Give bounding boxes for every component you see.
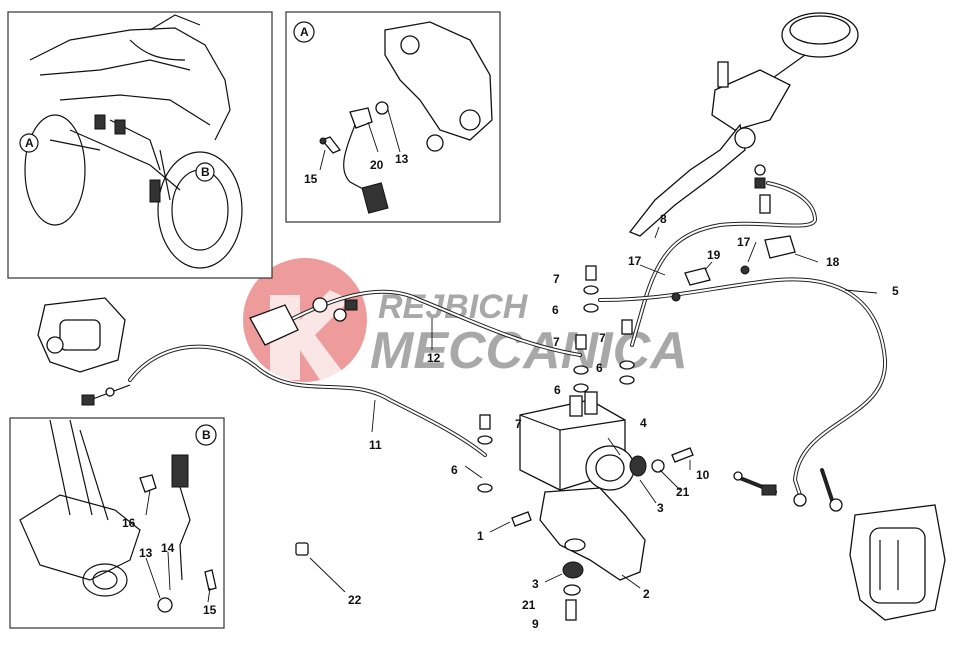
- callout-3-right: 3: [657, 501, 664, 515]
- callout-22: 22: [348, 593, 362, 607]
- callout-20: 20: [370, 158, 384, 172]
- callout-6-upper: 6: [552, 303, 559, 317]
- callout-4: 4: [640, 416, 647, 430]
- watermark-line2: MECCANICA: [370, 322, 688, 380]
- callout-9: 9: [532, 617, 539, 631]
- callout-18: 18: [826, 255, 840, 269]
- callout-labels: 1 2 3 3 4 5 6 6 6 6 7 7 7 7 8 9 10 11 12…: [122, 152, 899, 631]
- banjo-fittings: [477, 235, 796, 493]
- callout-16: 16: [122, 516, 136, 530]
- callout-17-right: 17: [737, 235, 751, 249]
- callout-6-mid-left: 6: [554, 383, 561, 397]
- inset-b-front-sensor: B: [9, 417, 225, 629]
- part-22-cap: [295, 542, 309, 556]
- inset-a-rear-sensor: A: [285, 11, 501, 223]
- callout-5: 5: [892, 284, 899, 298]
- callout-7-top: 7: [553, 272, 560, 286]
- inset-b-badge: [195, 424, 217, 446]
- inset-marker-a-label: A: [25, 136, 34, 150]
- callout-11: 11: [369, 438, 382, 452]
- callout-14: 14: [161, 541, 175, 555]
- callout-17-left: 17: [628, 254, 642, 268]
- inset-marker-b: [195, 162, 215, 182]
- rear-caliper: [37, 297, 131, 406]
- callout-1: 1: [477, 529, 484, 543]
- callout-7-right: 7: [599, 331, 606, 345]
- inset-marker-b-label: B: [201, 165, 210, 179]
- callout-13-inset-b: 13: [139, 546, 153, 560]
- front-caliper: [733, 471, 946, 621]
- inset-marker-a: [19, 133, 39, 153]
- rear-master-cylinder: [249, 297, 358, 346]
- inset-a-badge-label: A: [300, 25, 309, 39]
- callout-15-inset-a: 15: [304, 172, 318, 186]
- callout-6-mid-right: 6: [596, 361, 603, 375]
- callout-21-right: 21: [676, 485, 690, 499]
- abs-modulator-unit: [511, 391, 694, 621]
- watermark-logo-mark: [270, 290, 350, 380]
- callout-6-lower: 6: [451, 463, 458, 477]
- leader-lines: [145, 109, 878, 603]
- callout-15-inset-b: 15: [203, 603, 217, 617]
- front-master-cylinder: [628, 12, 859, 237]
- callout-7-mid: 7: [553, 335, 560, 349]
- callout-2: 2: [643, 587, 650, 601]
- inset-motorcycle-overview: A B: [7, 11, 273, 279]
- callout-10: 10: [696, 468, 710, 482]
- callout-3-lower: 3: [532, 577, 539, 591]
- inset-b-badge-label: B: [202, 428, 211, 442]
- callout-12: 12: [427, 351, 441, 365]
- callout-13-inset-a: 13: [395, 152, 409, 166]
- brake-lines: [128, 181, 888, 502]
- inset-a-badge: [293, 21, 315, 43]
- callout-7-lower: 7: [515, 417, 522, 431]
- callout-19: 19: [707, 248, 721, 262]
- callout-8: 8: [660, 212, 667, 226]
- callout-21-lower: 21: [522, 598, 536, 612]
